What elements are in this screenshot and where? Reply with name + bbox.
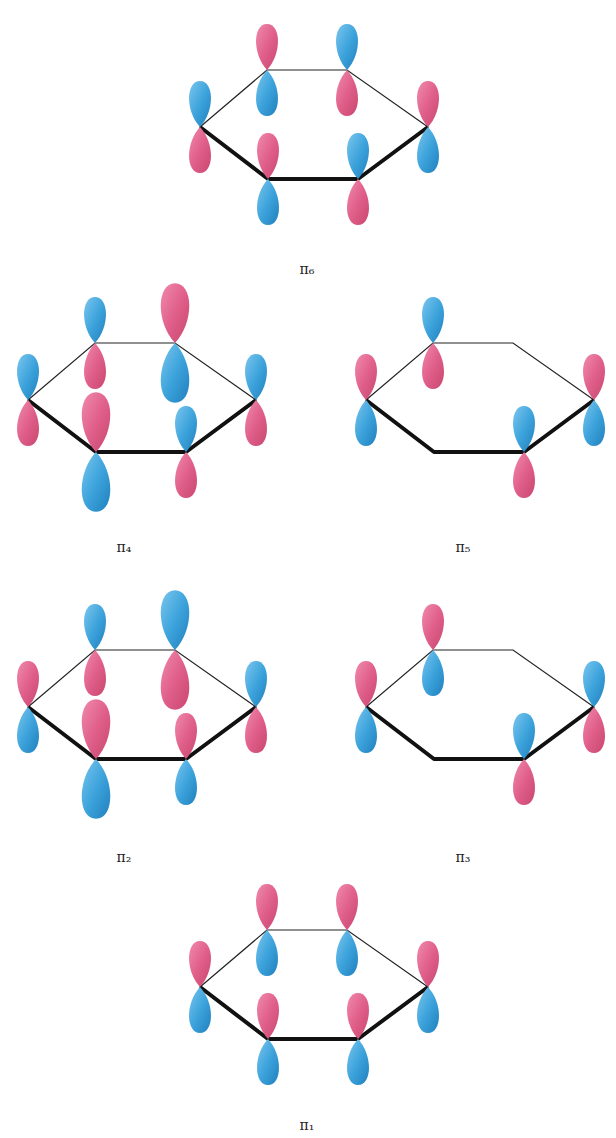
p-orbital-lobe (175, 452, 197, 498)
p-orbital-lobe (513, 452, 535, 498)
p-orbital-lobe (82, 392, 111, 452)
p-orbital-lobe (17, 707, 39, 753)
p-orbital-lobe (422, 343, 444, 389)
p-orbital-lobe (189, 987, 211, 1033)
ring-outline (200, 930, 428, 1039)
p-orbital-lobe (513, 759, 535, 805)
ring-outline (28, 343, 256, 452)
p-orbital-lobe (583, 400, 605, 446)
p-orbital-lobe (161, 650, 190, 710)
p-orbital-lobe (189, 127, 211, 173)
p-orbital-lobe (257, 1039, 279, 1085)
benzene-orbital (189, 884, 439, 1085)
p-orbital-lobe (17, 400, 39, 446)
p-orbital-lobe (175, 406, 197, 452)
p-orbital-lobe (336, 930, 358, 976)
p-orbital-lobe (189, 941, 211, 987)
p-orbital-lobe (347, 179, 369, 225)
orbital-label: π₅ (456, 540, 471, 554)
p-orbital-lobe (513, 406, 535, 452)
ring-outline (366, 343, 594, 452)
ring-front-edge (200, 127, 428, 179)
p-orbital-lobe (417, 127, 439, 173)
p-orbital-lobe (513, 713, 535, 759)
p-orbital-lobe (583, 661, 605, 707)
p-orbital-lobe (417, 987, 439, 1033)
p-orbital-lobe (256, 70, 278, 116)
p-orbital-lobe (17, 354, 39, 400)
p-orbital-lobe (161, 283, 190, 343)
p-orbital-lobe (84, 343, 106, 389)
p-orbital-lobe (84, 604, 106, 650)
ring-outline (200, 70, 428, 179)
p-orbital-lobe (84, 650, 106, 696)
benzene-orbital (17, 590, 267, 819)
p-orbital-lobe (336, 24, 358, 70)
p-orbital-lobe (347, 993, 369, 1039)
p-orbital-lobe (175, 713, 197, 759)
p-orbital-lobe (161, 343, 190, 403)
p-orbital-lobe (257, 133, 279, 179)
benzene-orbital (17, 283, 267, 512)
p-orbital-lobe (161, 590, 190, 650)
p-orbital-lobe (257, 993, 279, 1039)
p-orbital-lobe (189, 81, 211, 127)
p-orbital-lobe (583, 354, 605, 400)
ring-front-edge (366, 707, 594, 759)
ring-front-edge (366, 400, 594, 452)
orbital-label: π₆ (300, 262, 315, 276)
orbital-label: π₁ (300, 1118, 315, 1132)
p-orbital-lobe (17, 661, 39, 707)
p-orbital-lobe (245, 661, 267, 707)
p-orbital-lobe (417, 81, 439, 127)
p-orbital-lobe (417, 941, 439, 987)
p-orbital-lobe (245, 354, 267, 400)
p-orbital-lobe (336, 70, 358, 116)
p-orbital-lobe (82, 699, 111, 759)
benzene-orbital (355, 297, 605, 498)
p-orbital-lobe (347, 133, 369, 179)
p-orbital-lobe (347, 1039, 369, 1085)
p-orbital-lobe (355, 354, 377, 400)
p-orbital-lobe (422, 604, 444, 650)
ring-outline (366, 650, 594, 759)
p-orbital-lobe (355, 661, 377, 707)
ring-front-edge (28, 400, 256, 452)
p-orbital-lobe (583, 707, 605, 753)
benzene-orbital (189, 24, 439, 225)
p-orbital-lobe (245, 707, 267, 753)
ring-outline (28, 650, 256, 759)
orbital-label: π₂ (117, 850, 132, 864)
p-orbital-lobe (82, 452, 111, 512)
p-orbital-lobe (257, 179, 279, 225)
p-orbital-lobe (336, 884, 358, 930)
p-orbital-lobe (256, 24, 278, 70)
p-orbital-lobe (422, 650, 444, 696)
p-orbital-lobe (245, 400, 267, 446)
orbital-label: π₄ (117, 540, 132, 554)
ring-front-edge (28, 707, 256, 759)
benzene-orbital (355, 604, 605, 805)
p-orbital-lobe (355, 707, 377, 753)
p-orbital-lobe (422, 297, 444, 343)
orbital-label: π₃ (456, 850, 471, 864)
p-orbital-lobe (84, 297, 106, 343)
p-orbital-lobe (355, 400, 377, 446)
p-orbital-lobe (256, 930, 278, 976)
p-orbital-lobe (256, 884, 278, 930)
p-orbital-lobe (82, 759, 111, 819)
ring-front-edge (200, 987, 428, 1039)
p-orbital-lobe (175, 759, 197, 805)
